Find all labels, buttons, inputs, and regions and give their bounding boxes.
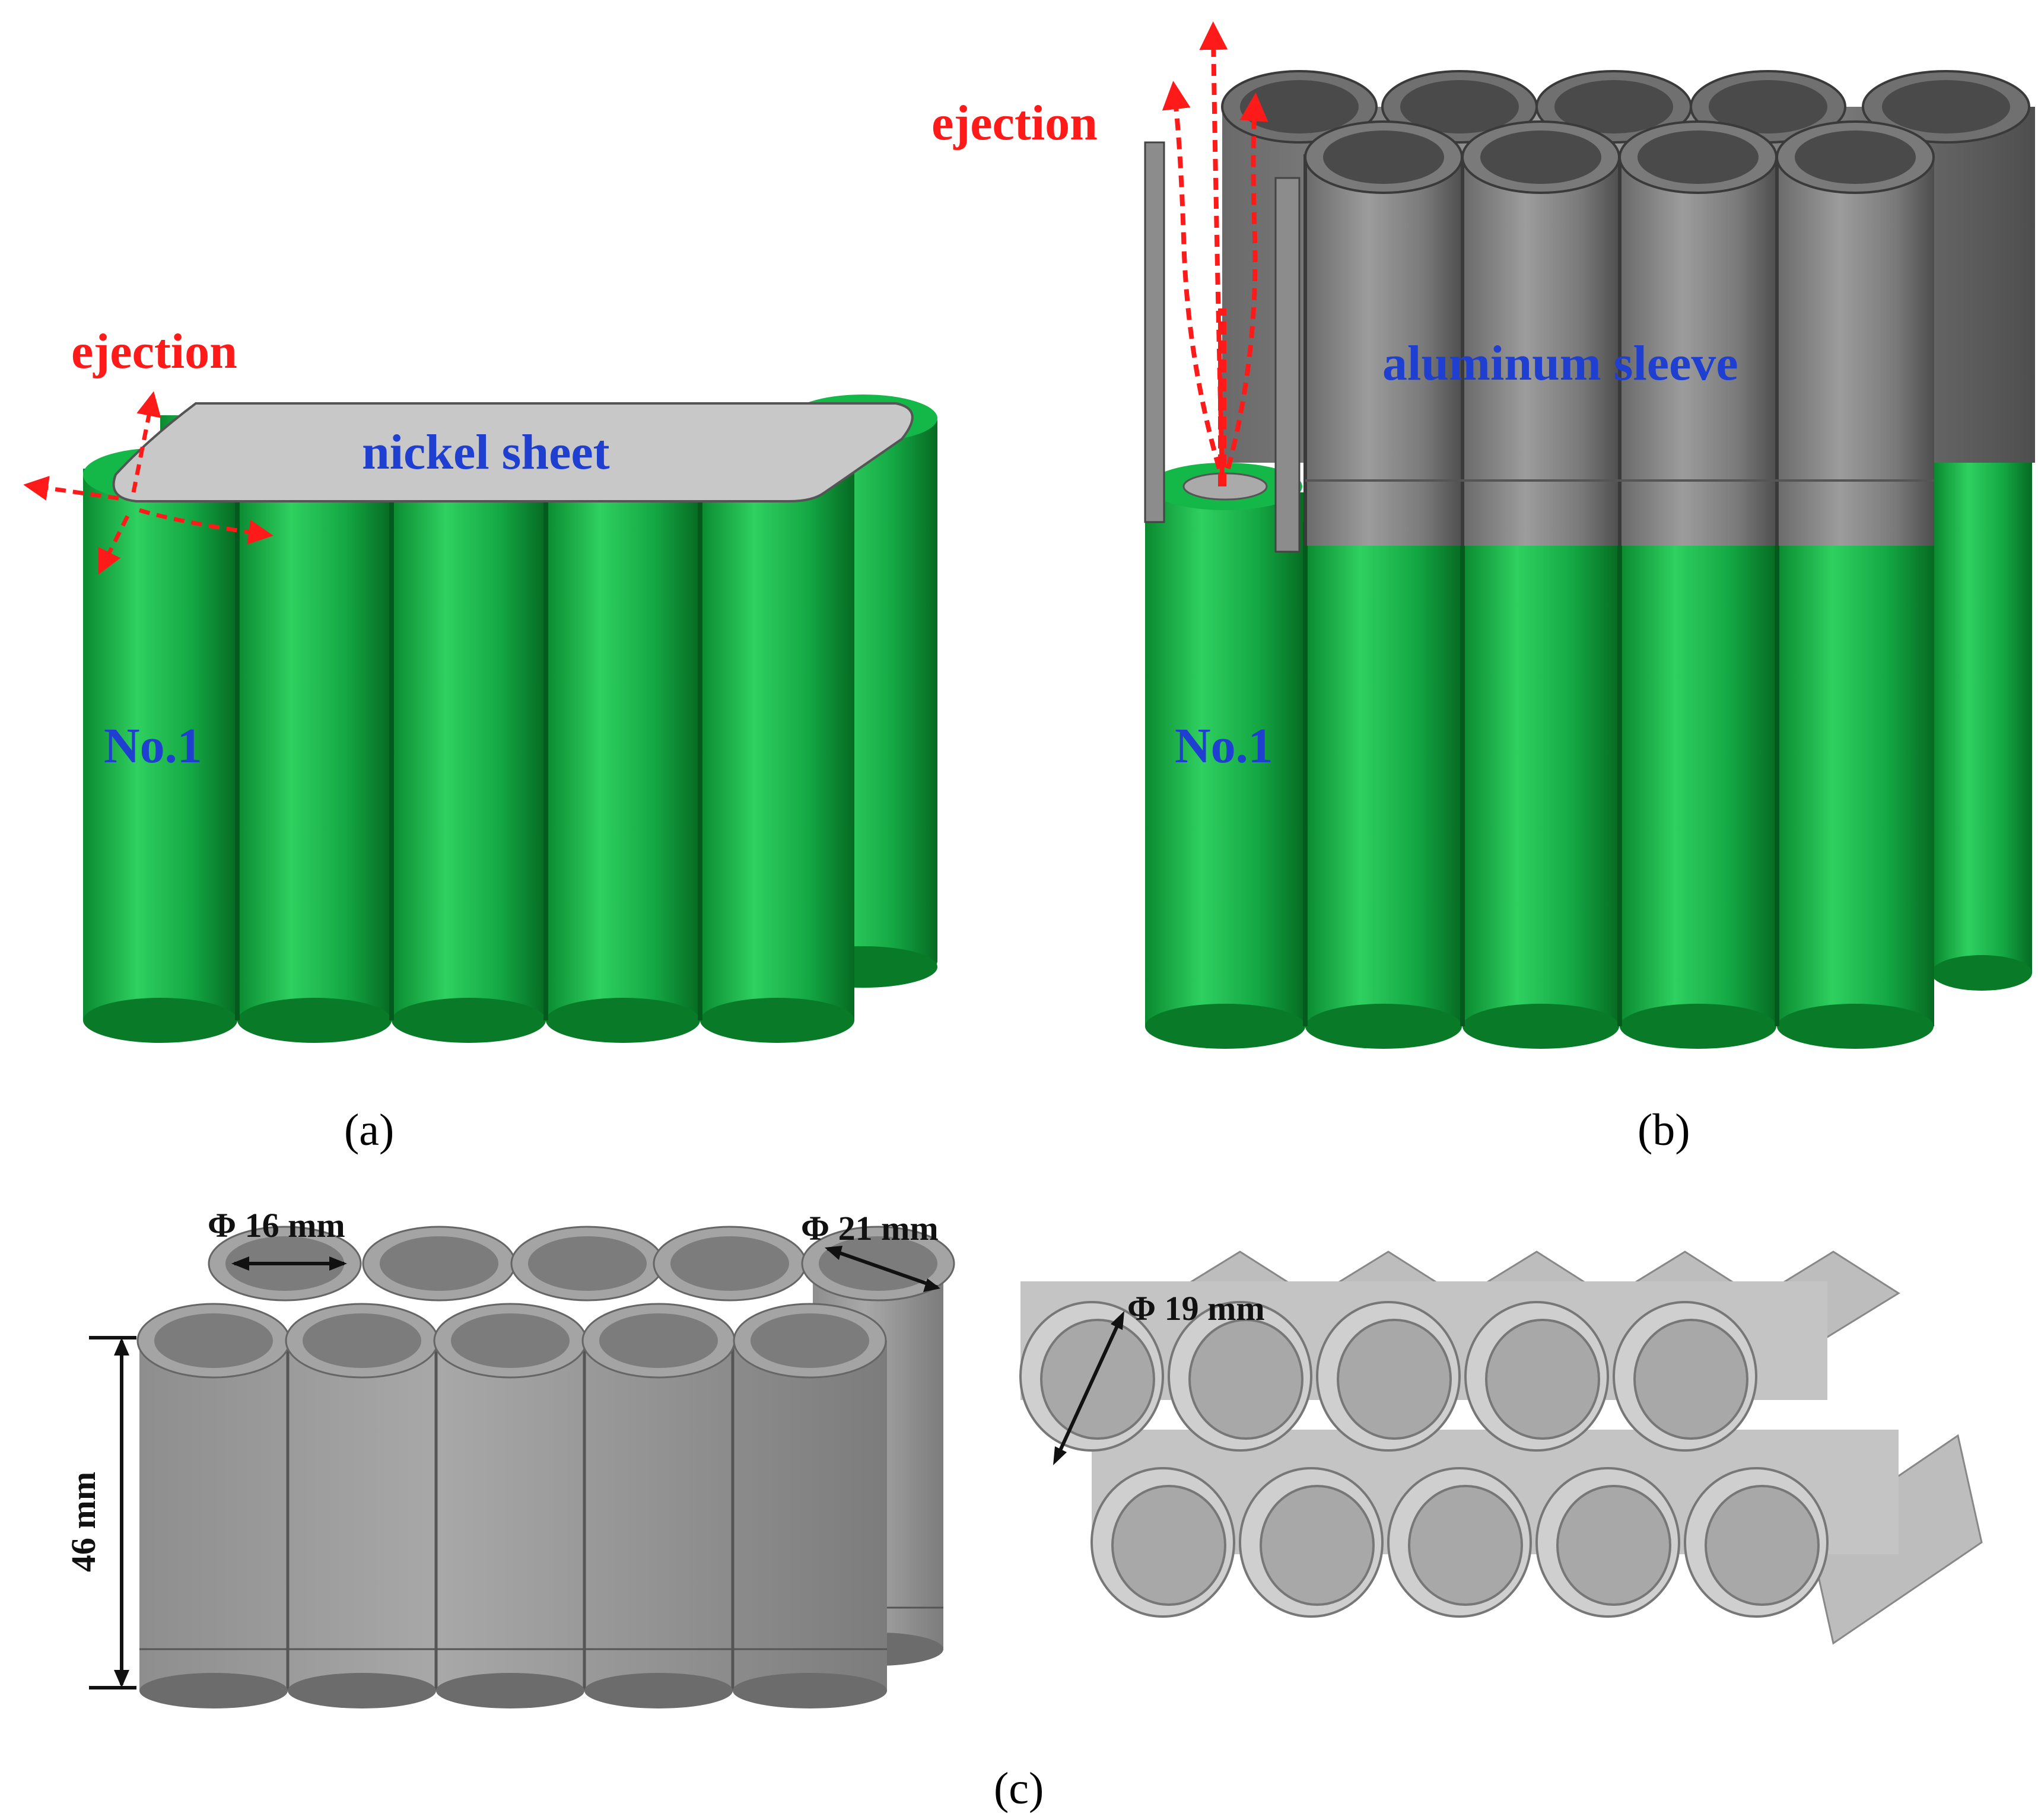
panel-c-dimension-arrowheads <box>114 1246 940 1688</box>
cutaway-sleeve-right <box>1274 177 1301 553</box>
panel-a-cell-no1-label: No.1 <box>104 718 202 774</box>
panel-c-dimension-lines <box>89 1247 938 1689</box>
panel-b-front-sleeves <box>1144 120 1935 553</box>
dim-bore-diameter: Φ 19 mm <box>1127 1289 1265 1328</box>
aluminum-sleeve-label: aluminum sleeve <box>1382 336 1738 391</box>
panel-b-ejection-label: ejection <box>931 96 1098 151</box>
panel-a: ejection nickel sheet No.1 (a) <box>23 324 937 1155</box>
cutaway-sleeve-left <box>1144 141 1165 523</box>
panel-c-sleeve-block: Φ 16 mm Φ 21 mm 46 mm <box>64 1206 955 1708</box>
panel-c-caption: (c) <box>994 1764 1044 1813</box>
nickel-sheet <box>112 402 914 502</box>
dim-height: 46 mm <box>64 1472 103 1572</box>
panel-b-cell-no1-label: No.1 <box>1175 718 1273 774</box>
panel-b-front-cells <box>1145 463 1934 1049</box>
panel-b-cell-no1 <box>1145 492 1305 1026</box>
panel-a-ejection-arrows <box>23 391 274 575</box>
panel-b-caption: (b) <box>1638 1105 1690 1155</box>
panel-a-ejection-label: ejection <box>71 324 237 379</box>
nickel-sheet-label: nickel sheet <box>362 425 610 480</box>
panel-c-horizontal-sleeves: Φ 19 mm <box>1019 1251 1983 1645</box>
panel-b: ejection aluminum sleeve No.1 (b) <box>931 21 2035 1155</box>
panel-a-caption: (a) <box>344 1105 394 1155</box>
dim-outer-diameter: Φ 21 mm <box>801 1209 939 1248</box>
panel-a-front-row <box>83 469 854 1043</box>
dim-bore-line <box>1054 1316 1123 1461</box>
dim-inner-diameter: Φ 16 mm <box>208 1206 345 1245</box>
